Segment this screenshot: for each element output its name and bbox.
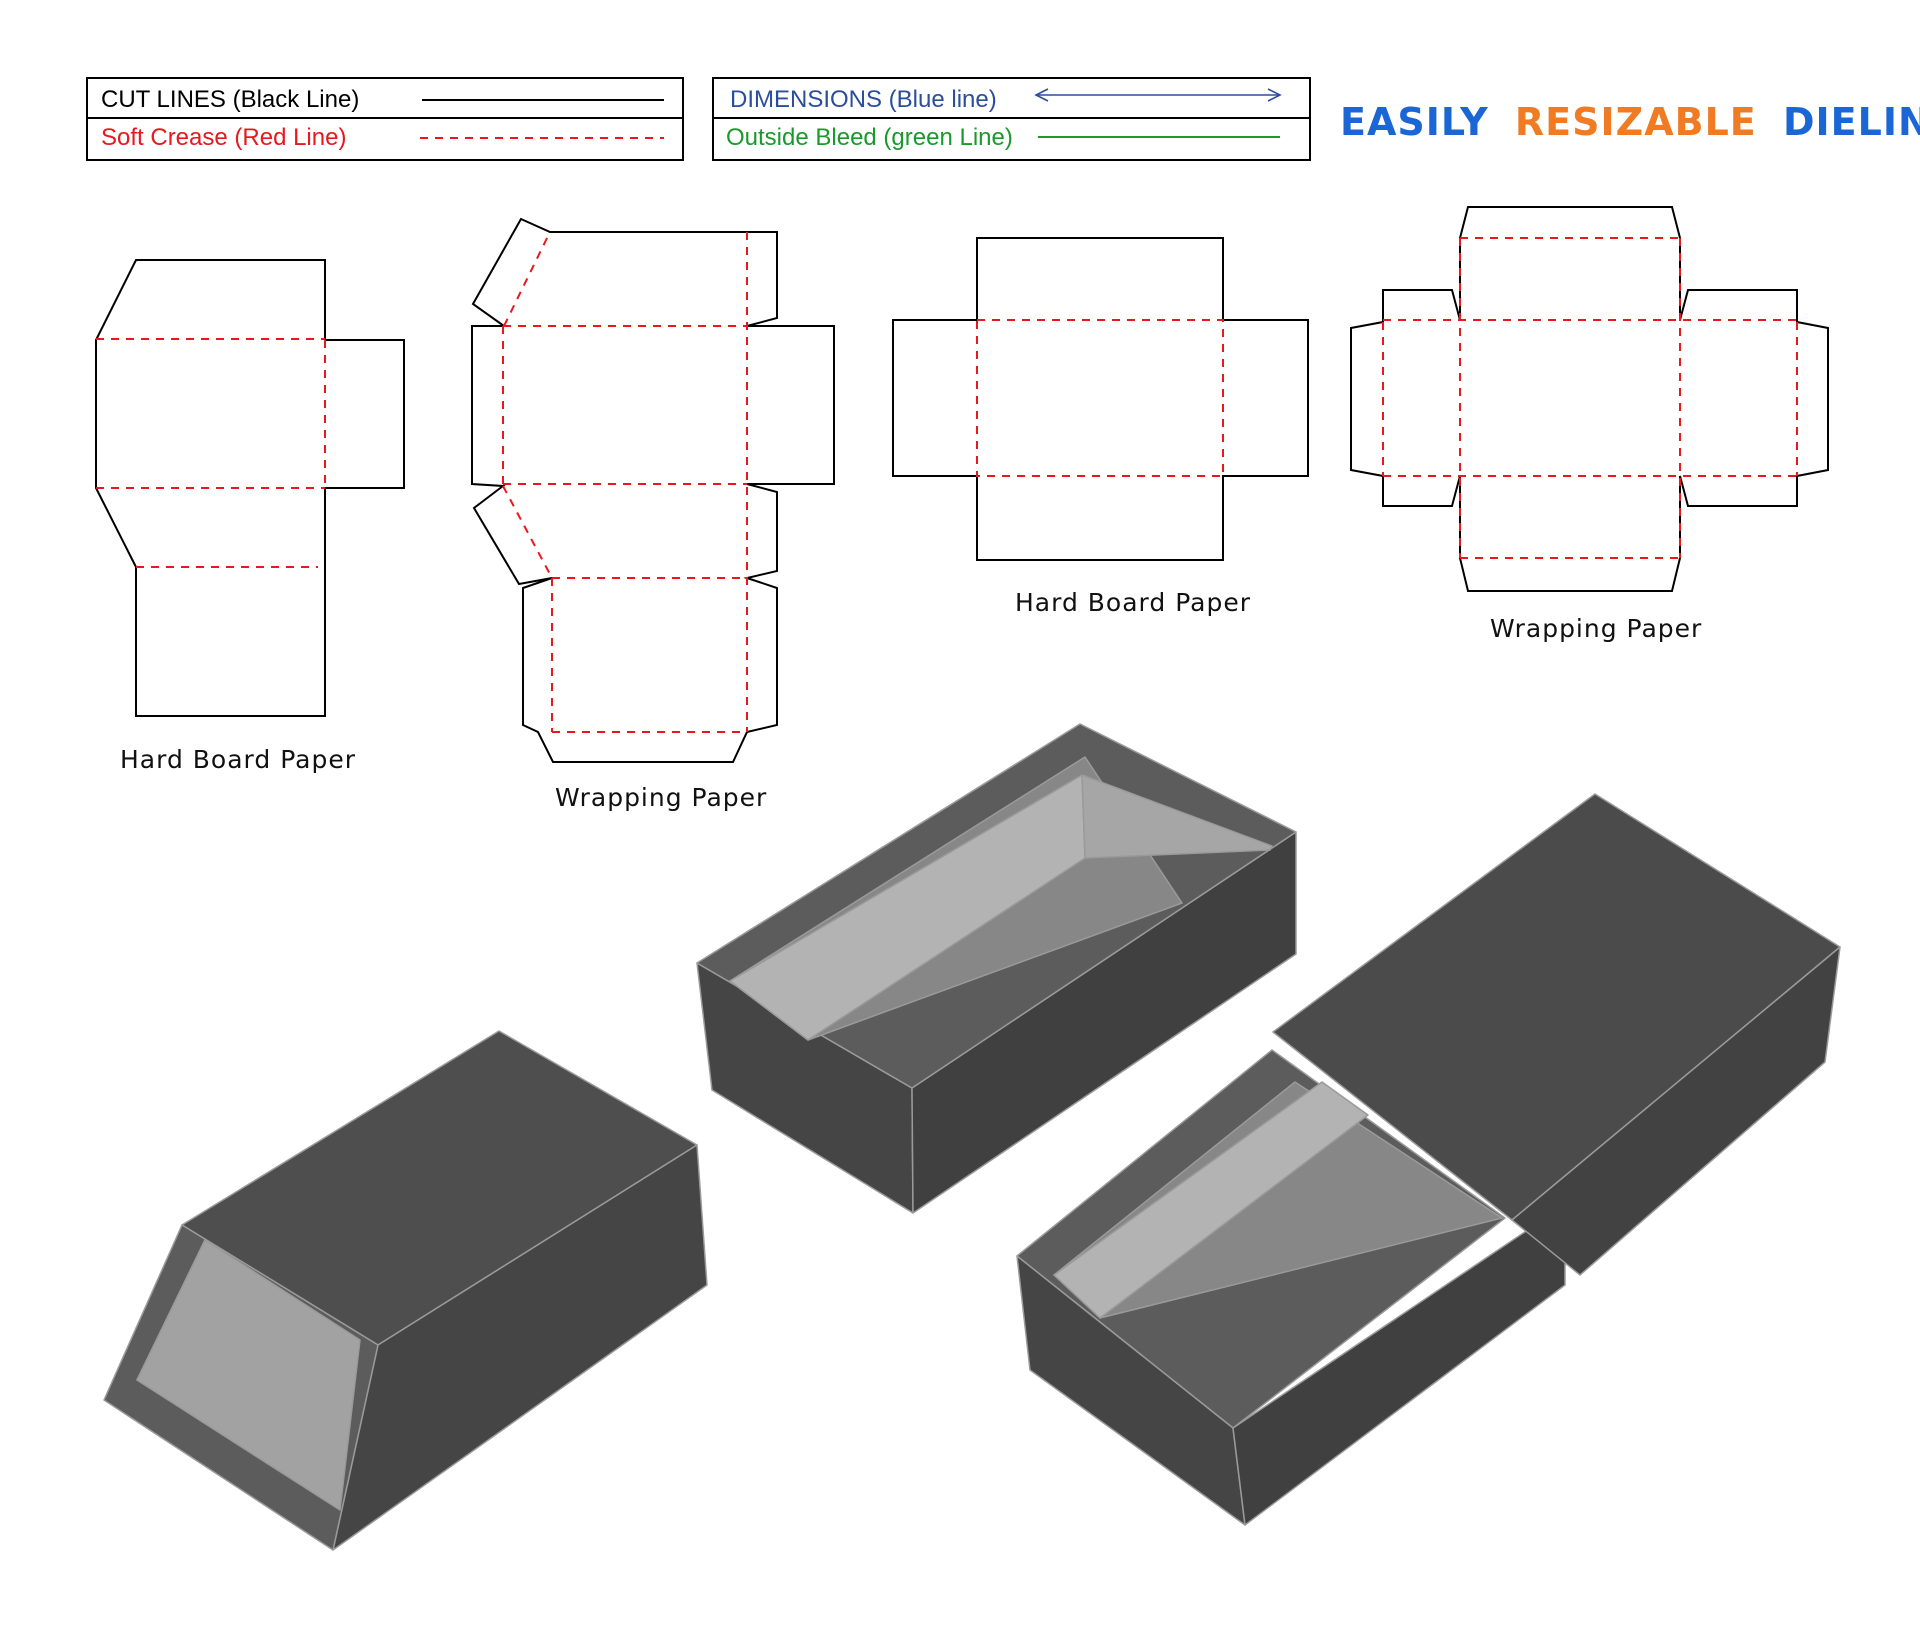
dieline-wrapping-sleeve bbox=[471, 217, 835, 763]
legend-dimensions-label: DIMENSIONS (Blue line) bbox=[730, 86, 997, 113]
dieline-hard-board-sleeve bbox=[95, 259, 405, 717]
dieline-hard-board-tray bbox=[892, 237, 1309, 561]
caption-hard-board-paper-1: Hard Board Paper bbox=[120, 745, 356, 774]
drawer-side-face bbox=[1232, 1204, 1566, 1526]
legend-box-cut-crease: CUT LINES (Black Line) Soft Crease (Red … bbox=[86, 77, 684, 161]
legend-cut-lines-label: CUT LINES (Black Line) bbox=[101, 86, 359, 113]
caption-wrapping-paper-2: Wrapping Paper bbox=[1490, 614, 1702, 643]
legend-dimension-arrow bbox=[1034, 88, 1282, 102]
legend-outside-bleed-label: Outside Bleed (green Line) bbox=[726, 124, 1013, 151]
caption-wrapping-paper-1: Wrapping Paper bbox=[555, 783, 767, 812]
mockup-open-tray bbox=[696, 723, 1297, 1214]
mockup-sleeve bbox=[103, 1030, 708, 1551]
cut-outline-wrapping-tray bbox=[1350, 206, 1829, 592]
headline-word-resizable: RESIZABLE bbox=[1515, 100, 1757, 144]
sleeve-cover-side bbox=[1511, 946, 1841, 1276]
crease-lines-tray bbox=[976, 319, 1224, 477]
cut-outline-sleeve bbox=[95, 259, 405, 717]
caption-hard-board-paper-2: Hard Board Paper bbox=[1015, 588, 1251, 617]
crease-lines-sleeve bbox=[96, 338, 326, 568]
crease-lines-wrapping-tray bbox=[1382, 237, 1798, 559]
sleeve-opening-inner-mid bbox=[136, 1239, 361, 1511]
headline-word-dieline: DIELINE bbox=[1783, 100, 1920, 144]
mockup-drawer-box bbox=[1016, 793, 1841, 1526]
headline-word-easily: EASILY bbox=[1340, 100, 1489, 144]
crease-lines-wrapping-sleeve bbox=[502, 231, 748, 733]
legend-box-dimensions-bleed: DIMENSIONS (Blue line) Outside Bleed (gr… bbox=[712, 77, 1311, 161]
cut-outline-wrapping-sleeve bbox=[471, 217, 835, 763]
dieline-wrapping-tray bbox=[1350, 206, 1829, 592]
headline: EASILY RESIZABLE DIELINE bbox=[1340, 100, 1920, 144]
cut-outline-tray bbox=[892, 237, 1309, 561]
legend-soft-crease-label: Soft Crease (Red Line) bbox=[101, 124, 346, 151]
tray-inner-back-wall-right bbox=[1081, 774, 1273, 859]
drawer-inner-wall-light bbox=[1053, 1081, 1369, 1319]
